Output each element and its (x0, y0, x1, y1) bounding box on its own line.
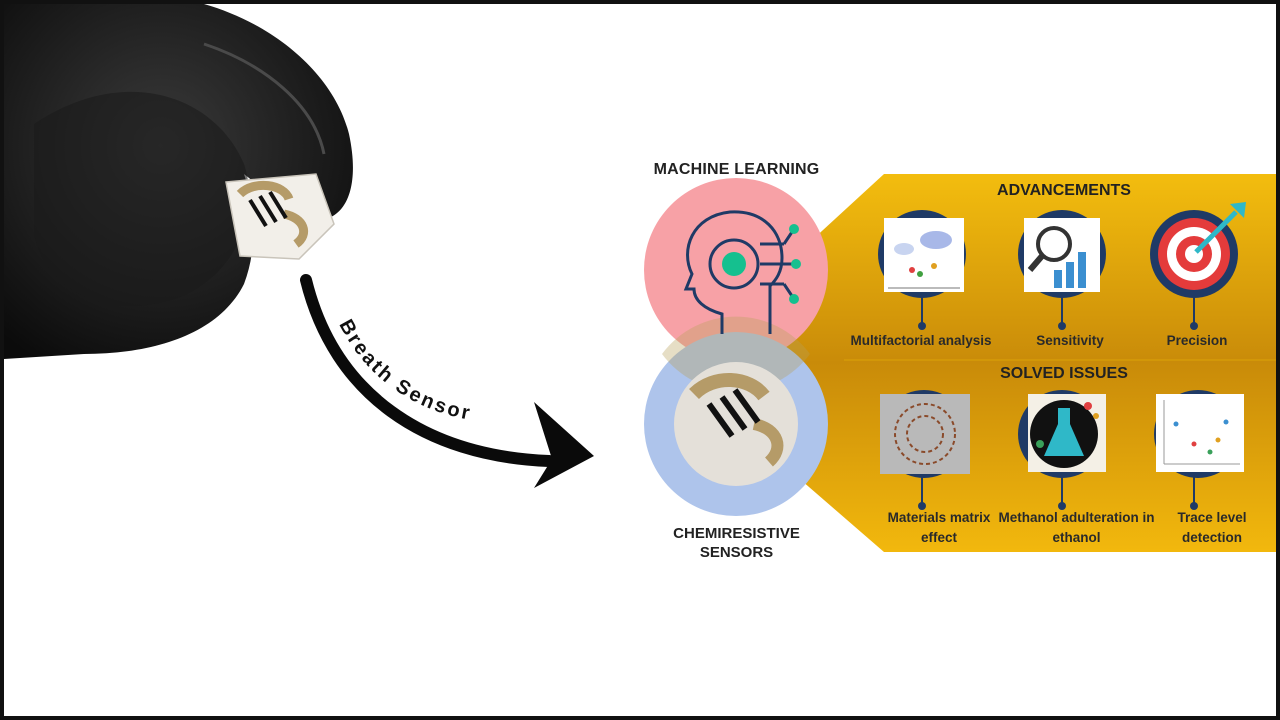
precision-target-icon (1150, 202, 1246, 330)
trace-detection-plot-icon (1154, 390, 1244, 510)
caption-precision: Precision (1166, 333, 1228, 348)
gloved-hand-image (4, 4, 353, 359)
caption-methanol-adulteration: Methanol adulteration in ethanol (998, 510, 1155, 546)
caption-multifactorial-analysis: Multifactorial analysis (850, 333, 992, 348)
chemiresistive-sensors-heading: CHEMIRESISTIVE SENSORS (673, 525, 800, 561)
brain-head-icon (683, 210, 801, 334)
curved-arrow (300, 274, 594, 488)
caption-trace-level-detection: Trace level detection (1177, 510, 1247, 546)
materials-matrix-icon (880, 390, 970, 510)
diagram-canvas: Breath Sensor (4, 4, 1276, 552)
sensitivity-icon (1018, 210, 1106, 330)
machine-learning-heading: MACHINE LEARNING (653, 161, 820, 178)
methanol-flask-icon (1018, 390, 1106, 510)
solved-issues-heading: SOLVED ISSUES (1000, 365, 1128, 382)
sensor-chip-image (225, 173, 335, 260)
advancements-heading: ADVANCEMENTS (997, 182, 1131, 199)
multifactorial-icon (878, 210, 966, 330)
sensor-photo (674, 362, 798, 486)
caption-materials-matrix-effect: Materials matrix effect (887, 510, 991, 546)
caption-sensitivity: Sensitivity (1036, 333, 1104, 348)
